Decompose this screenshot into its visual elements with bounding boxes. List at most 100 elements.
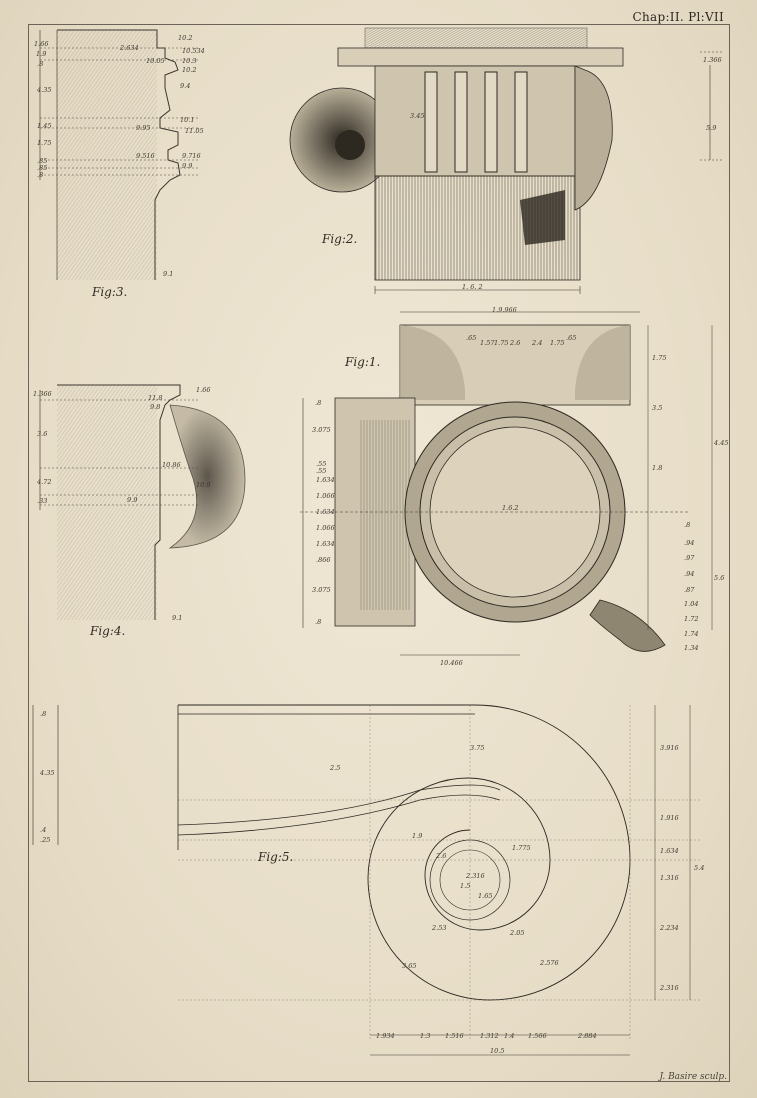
svg-text:1.66: 1.66 — [196, 386, 210, 394]
svg-text:10.534: 10.534 — [182, 47, 205, 55]
svg-text:2.6: 2.6 — [435, 852, 446, 860]
svg-text:5.9: 5.9 — [706, 124, 716, 132]
fig2-capital-elevation — [289, 27, 722, 294]
svg-text:10.466: 10.466 — [440, 659, 463, 667]
fig4-profile — [39, 384, 246, 620]
svg-text:1.5: 1.5 — [460, 882, 470, 890]
fig4-label: Fig:4. — [90, 624, 126, 638]
fig2-label: Fig:2. — [322, 232, 358, 246]
svg-text:.25: .25 — [40, 836, 50, 844]
svg-text:1.34: 1.34 — [684, 644, 698, 652]
svg-text:1.634: 1.634 — [316, 508, 335, 516]
svg-text:1.066: 1.066 — [316, 524, 335, 532]
svg-text:3.75: 3.75 — [470, 744, 484, 752]
svg-text:.65: .65 — [466, 334, 476, 342]
svg-text:.8: .8 — [315, 399, 321, 407]
svg-text:1.316: 1.316 — [660, 874, 679, 882]
svg-text:1.775: 1.775 — [512, 844, 531, 852]
svg-text:9.1: 9.1 — [163, 270, 173, 278]
svg-text:1.312: 1.312 — [480, 1032, 499, 1040]
svg-text:9.9: 9.9 — [182, 162, 192, 170]
svg-text:.55: .55 — [316, 467, 326, 475]
svg-text:.85: .85 — [37, 164, 47, 172]
svg-text:1.74: 1.74 — [684, 630, 698, 638]
svg-text:.8: .8 — [40, 710, 46, 718]
svg-text:1.9.966: 1.9.966 — [492, 306, 517, 314]
chapter-plate-heading: Chap:II. Pl:VII — [632, 10, 724, 24]
svg-text:10.2: 10.2 — [178, 34, 192, 42]
fig5-volute-construction — [32, 704, 700, 1056]
svg-text:1.3: 1.3 — [420, 1032, 430, 1040]
svg-text:.97: .97 — [684, 554, 695, 562]
fig1-dimension-labels: 1.9.966 .8 3.075 .55 .55 1.634 1.066 1.6… — [312, 306, 728, 667]
svg-text:3.5: 3.5 — [652, 404, 662, 412]
svg-text:1.934: 1.934 — [376, 1032, 395, 1040]
svg-text:1.75: 1.75 — [652, 354, 666, 362]
fig5-label: Fig:5. — [258, 850, 294, 864]
plate-border — [28, 24, 730, 1082]
svg-text:.866: .866 — [316, 556, 330, 564]
svg-text:1.366: 1.366 — [703, 56, 722, 64]
svg-text:11.8: 11.8 — [148, 394, 162, 402]
svg-text:3.075: 3.075 — [312, 426, 331, 434]
svg-text:11.05: 11.05 — [185, 127, 204, 135]
svg-text:3.65: 3.65 — [402, 962, 416, 970]
svg-text:1. 6. 2: 1. 6. 2 — [462, 283, 483, 291]
svg-text:1.9: 1.9 — [412, 832, 422, 840]
fig3-dimension-labels: 1.66 1.9 .8 4.35 1.45 1.75 .85 .85 .8 10… — [34, 34, 205, 278]
svg-text:2.634: 2.634 — [119, 44, 139, 52]
svg-text:2.4: 2.4 — [531, 339, 542, 347]
svg-text:1.634: 1.634 — [316, 540, 335, 548]
svg-text:1.57: 1.57 — [480, 339, 495, 347]
svg-text:10.3: 10.3 — [182, 57, 196, 65]
svg-text:1.75: 1.75 — [494, 339, 508, 347]
svg-text:1.04: 1.04 — [684, 600, 698, 608]
svg-text:.55: .55 — [316, 460, 326, 468]
svg-text:1.72: 1.72 — [684, 615, 698, 623]
fig3-label: Fig:3. — [92, 285, 128, 299]
svg-text:1.8: 1.8 — [652, 464, 662, 472]
svg-text:.4: .4 — [40, 826, 46, 834]
svg-text:2.5: 2.5 — [329, 764, 340, 772]
svg-text:2.884: 2.884 — [577, 1032, 597, 1040]
svg-text:10.05: 10.05 — [146, 57, 165, 65]
svg-text:3.6: 3.6 — [37, 430, 47, 438]
svg-text:9.4: 9.4 — [180, 82, 190, 90]
fig1-capital-section — [300, 311, 713, 656]
svg-text:9.8: 9.8 — [150, 403, 160, 411]
svg-text:1.366: 1.366 — [33, 390, 52, 398]
svg-text:4.72: 4.72 — [36, 478, 51, 486]
svg-text:1.634: 1.634 — [316, 476, 335, 484]
svg-text:3.075: 3.075 — [312, 586, 331, 594]
svg-text:1.566: 1.566 — [528, 1032, 547, 1040]
svg-text:9.9: 9.9 — [127, 496, 137, 504]
svg-text:5.4: 5.4 — [694, 864, 704, 872]
svg-text:1.6.2: 1.6.2 — [502, 504, 519, 512]
fig5-dimension-labels: .8 4.35 .4 .25 3.75 2.5 1.9 1.775 2.6 2.… — [39, 710, 704, 1055]
svg-text:9.95: 9.95 — [136, 124, 150, 132]
svg-text:2.316: 2.316 — [465, 872, 485, 880]
svg-text:10.1: 10.1 — [180, 116, 194, 124]
svg-text:4.45: 4.45 — [713, 439, 728, 447]
svg-text:1.45: 1.45 — [37, 122, 51, 130]
svg-text:2.05: 2.05 — [509, 929, 524, 937]
svg-text:.87: .87 — [684, 586, 695, 594]
svg-text:2.6: 2.6 — [509, 339, 520, 347]
svg-text:2.576: 2.576 — [539, 959, 559, 967]
svg-text:.94: .94 — [684, 539, 694, 547]
svg-text:1.916: 1.916 — [660, 814, 679, 822]
svg-text:.65: .65 — [566, 334, 576, 342]
svg-text:1.75: 1.75 — [37, 139, 51, 147]
svg-text:5.6: 5.6 — [714, 574, 724, 582]
svg-text:9.1: 9.1 — [172, 614, 182, 622]
svg-text:9.716: 9.716 — [182, 152, 201, 160]
svg-text:.8: .8 — [37, 171, 43, 179]
svg-text:10.9: 10.9 — [196, 481, 210, 489]
svg-text:.94: .94 — [684, 570, 694, 578]
svg-text:.8: .8 — [684, 521, 690, 529]
svg-text:1.9: 1.9 — [36, 50, 46, 58]
svg-text:1.066: 1.066 — [316, 492, 335, 500]
svg-text:1.4: 1.4 — [504, 1032, 514, 1040]
svg-text:2.316: 2.316 — [659, 984, 679, 992]
